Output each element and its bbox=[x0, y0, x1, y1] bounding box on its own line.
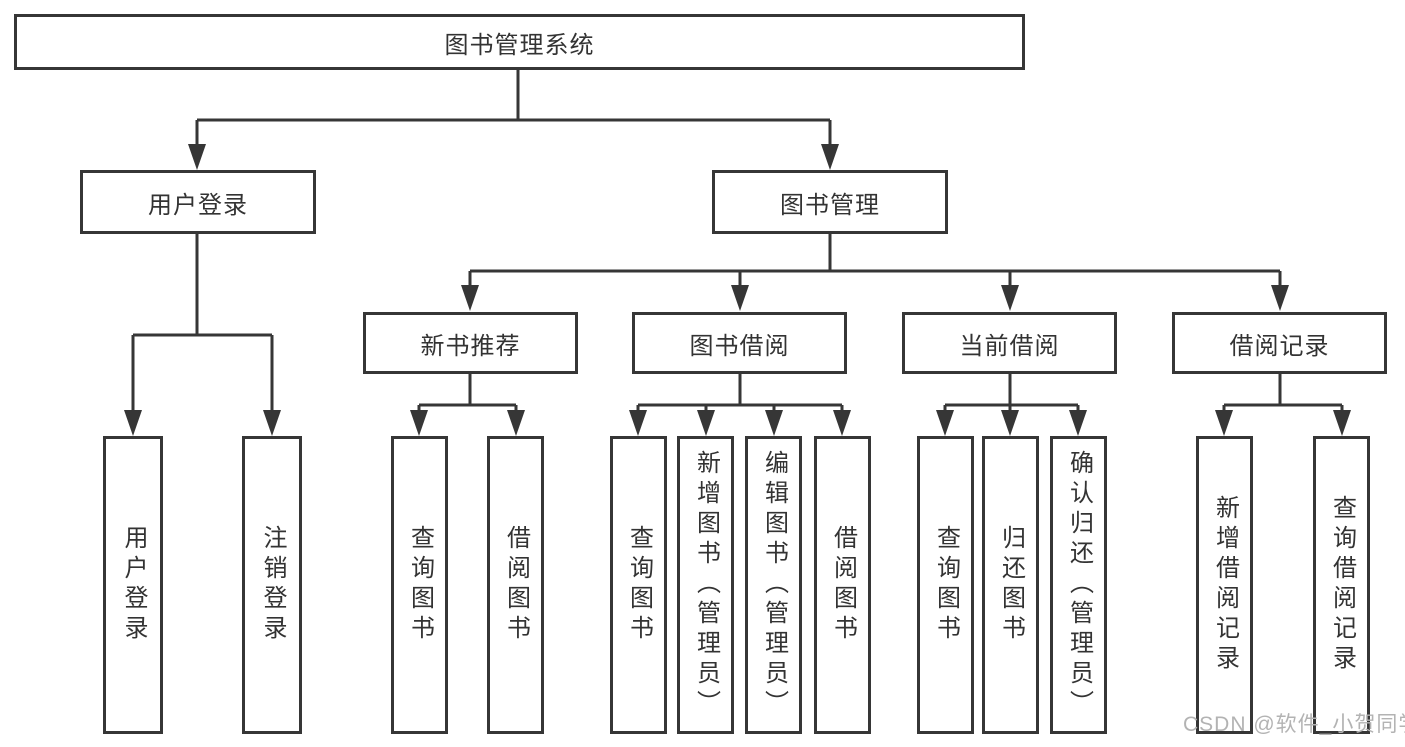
node-book-borrowing: 图书借阅 bbox=[632, 312, 847, 374]
leaf-user-login: 用户登录 bbox=[103, 436, 163, 734]
leaf-label: 查询借阅记录 bbox=[1328, 495, 1356, 675]
leaf-label: 新增图书（管理员） bbox=[692, 450, 720, 720]
connector-borrowing-records-children bbox=[1222, 374, 1344, 412]
leaf-add-books-admin: 新增图书（管理员） bbox=[677, 436, 734, 734]
arrow-icon bbox=[1069, 410, 1087, 436]
leaf-logout-login: 注销登录 bbox=[242, 436, 302, 734]
leaf-query-books-borrowing: 查询图书 bbox=[610, 436, 667, 734]
arrow-icon bbox=[1333, 410, 1351, 436]
connector-new-book-recommend-children bbox=[417, 374, 518, 412]
arrow-icon bbox=[1001, 410, 1019, 436]
leaf-query-books-current: 查询图书 bbox=[917, 436, 974, 734]
leaf-label: 查询图书 bbox=[932, 525, 960, 645]
leaf-label: 用户登录 bbox=[120, 525, 147, 645]
leaf-confirm-return-admin: 确认归还（管理员） bbox=[1050, 436, 1107, 734]
leaf-query-borrow-record: 查询借阅记录 bbox=[1313, 436, 1370, 734]
leaf-label: 查询图书 bbox=[406, 525, 434, 645]
arrow-icon bbox=[507, 410, 525, 436]
leaf-return-books: 归还图书 bbox=[982, 436, 1039, 734]
arrow-icon bbox=[833, 410, 851, 436]
leaf-borrow-books-recommend: 借阅图书 bbox=[487, 436, 544, 734]
leaf-label: 借阅图书 bbox=[829, 525, 857, 645]
connector-user-login-children bbox=[131, 234, 274, 412]
leaf-label: 确认归还（管理员） bbox=[1065, 450, 1093, 720]
leaf-label: 新增借阅记录 bbox=[1211, 495, 1239, 675]
arrow-icon bbox=[1215, 410, 1233, 436]
connector-root-to-level2 bbox=[195, 70, 832, 146]
leaf-label: 归还图书 bbox=[997, 525, 1025, 645]
leaf-label: 注销登录 bbox=[259, 525, 286, 645]
node-book-management: 图书管理 bbox=[712, 170, 948, 234]
arrow-icon bbox=[263, 410, 281, 436]
arrow-icon bbox=[1271, 285, 1289, 311]
node-borrowing-records: 借阅记录 bbox=[1172, 312, 1387, 374]
leaf-label: 编辑图书（管理员） bbox=[760, 450, 788, 720]
node-user-login: 用户登录 bbox=[80, 170, 316, 234]
node-current-borrowing: 当前借阅 bbox=[902, 312, 1117, 374]
leaf-label: 借阅图书 bbox=[502, 525, 530, 645]
arrow-icon bbox=[629, 410, 647, 436]
arrow-icon bbox=[936, 410, 954, 436]
leaf-borrow-books-borrowing: 借阅图书 bbox=[814, 436, 871, 734]
arrow-heads bbox=[124, 144, 1351, 436]
csdn-watermark: CSDN @软件_小贺同学 bbox=[1183, 713, 1405, 736]
arrow-icon bbox=[731, 285, 749, 311]
leaf-query-books-recommend: 查询图书 bbox=[391, 436, 448, 734]
connector-book-management-children bbox=[468, 234, 1282, 287]
node-new-book-recommend: 新书推荐 bbox=[363, 312, 578, 374]
arrow-icon bbox=[124, 410, 142, 436]
connector-book-borrowing-children bbox=[636, 374, 844, 412]
arrow-icon bbox=[765, 410, 783, 436]
arrow-icon bbox=[821, 144, 839, 170]
leaf-label: 查询图书 bbox=[625, 525, 653, 645]
leaf-edit-books-admin: 编辑图书（管理员） bbox=[745, 436, 802, 734]
node-root: 图书管理系统 bbox=[14, 14, 1025, 70]
arrow-icon bbox=[188, 144, 206, 170]
arrow-icon bbox=[697, 410, 715, 436]
leaf-add-borrow-record: 新增借阅记录 bbox=[1196, 436, 1253, 734]
arrow-icon bbox=[461, 285, 479, 311]
arrow-icon bbox=[1001, 285, 1019, 311]
arrow-icon bbox=[410, 410, 428, 436]
connector-current-borrowing-children bbox=[943, 374, 1080, 412]
